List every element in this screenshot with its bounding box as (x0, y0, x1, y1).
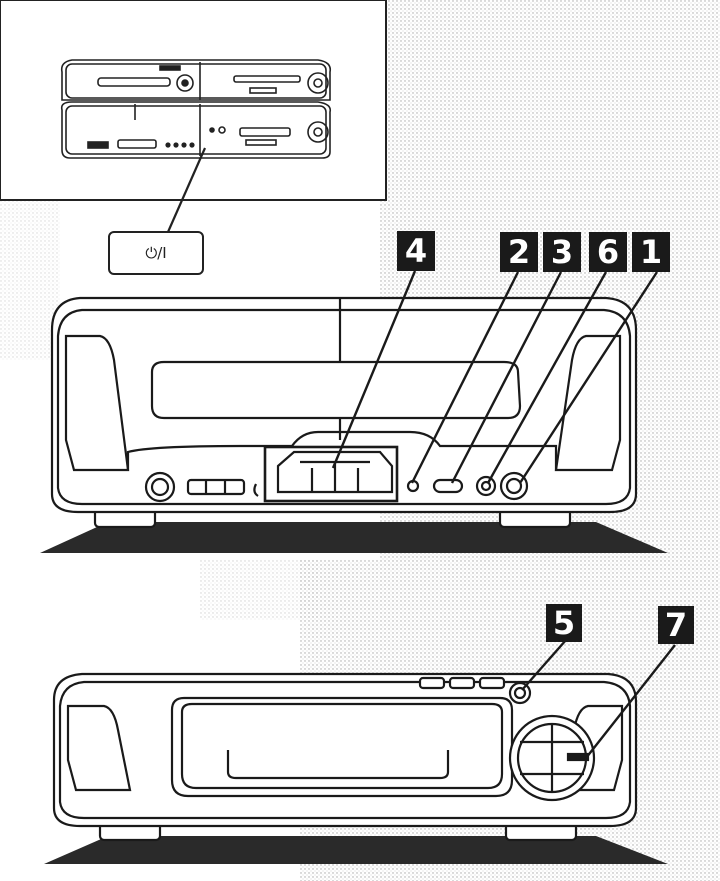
leader-1 (518, 271, 659, 484)
disc-tray (170, 696, 514, 798)
lower-unit-shadow (44, 836, 668, 864)
leader-2 (410, 271, 520, 484)
callout-badge-2: 2 (500, 232, 538, 272)
leader-7 (585, 644, 676, 759)
inset-top-unit (60, 59, 332, 101)
control-group-4-frame (263, 445, 399, 503)
upper-unit-shadow (40, 522, 668, 553)
callout-badge-3: 3 (543, 232, 581, 272)
small-button-c (478, 676, 506, 690)
inset-bottom-unit (60, 101, 332, 159)
leader-5 (521, 639, 567, 691)
callout-badge-6: 6 (589, 232, 627, 272)
small-button-a (418, 676, 446, 690)
power-icon: ⏻/I (145, 244, 167, 262)
callout-badge-7: 7 (658, 606, 694, 644)
button-3 (432, 478, 464, 494)
callout-badge-1: 1 (632, 232, 670, 272)
power-button[interactable]: ⏻/I (108, 231, 204, 275)
callout-badge-4: 4 (397, 231, 435, 271)
leader-4 (331, 270, 417, 469)
upper-display-window (150, 360, 522, 420)
callout-badge-5: 5 (546, 604, 582, 642)
leader-3 (450, 271, 563, 484)
small-button-b (448, 676, 476, 690)
power-leader-line (166, 147, 207, 233)
leader-6 (486, 271, 608, 484)
slider-buttons (186, 478, 246, 496)
